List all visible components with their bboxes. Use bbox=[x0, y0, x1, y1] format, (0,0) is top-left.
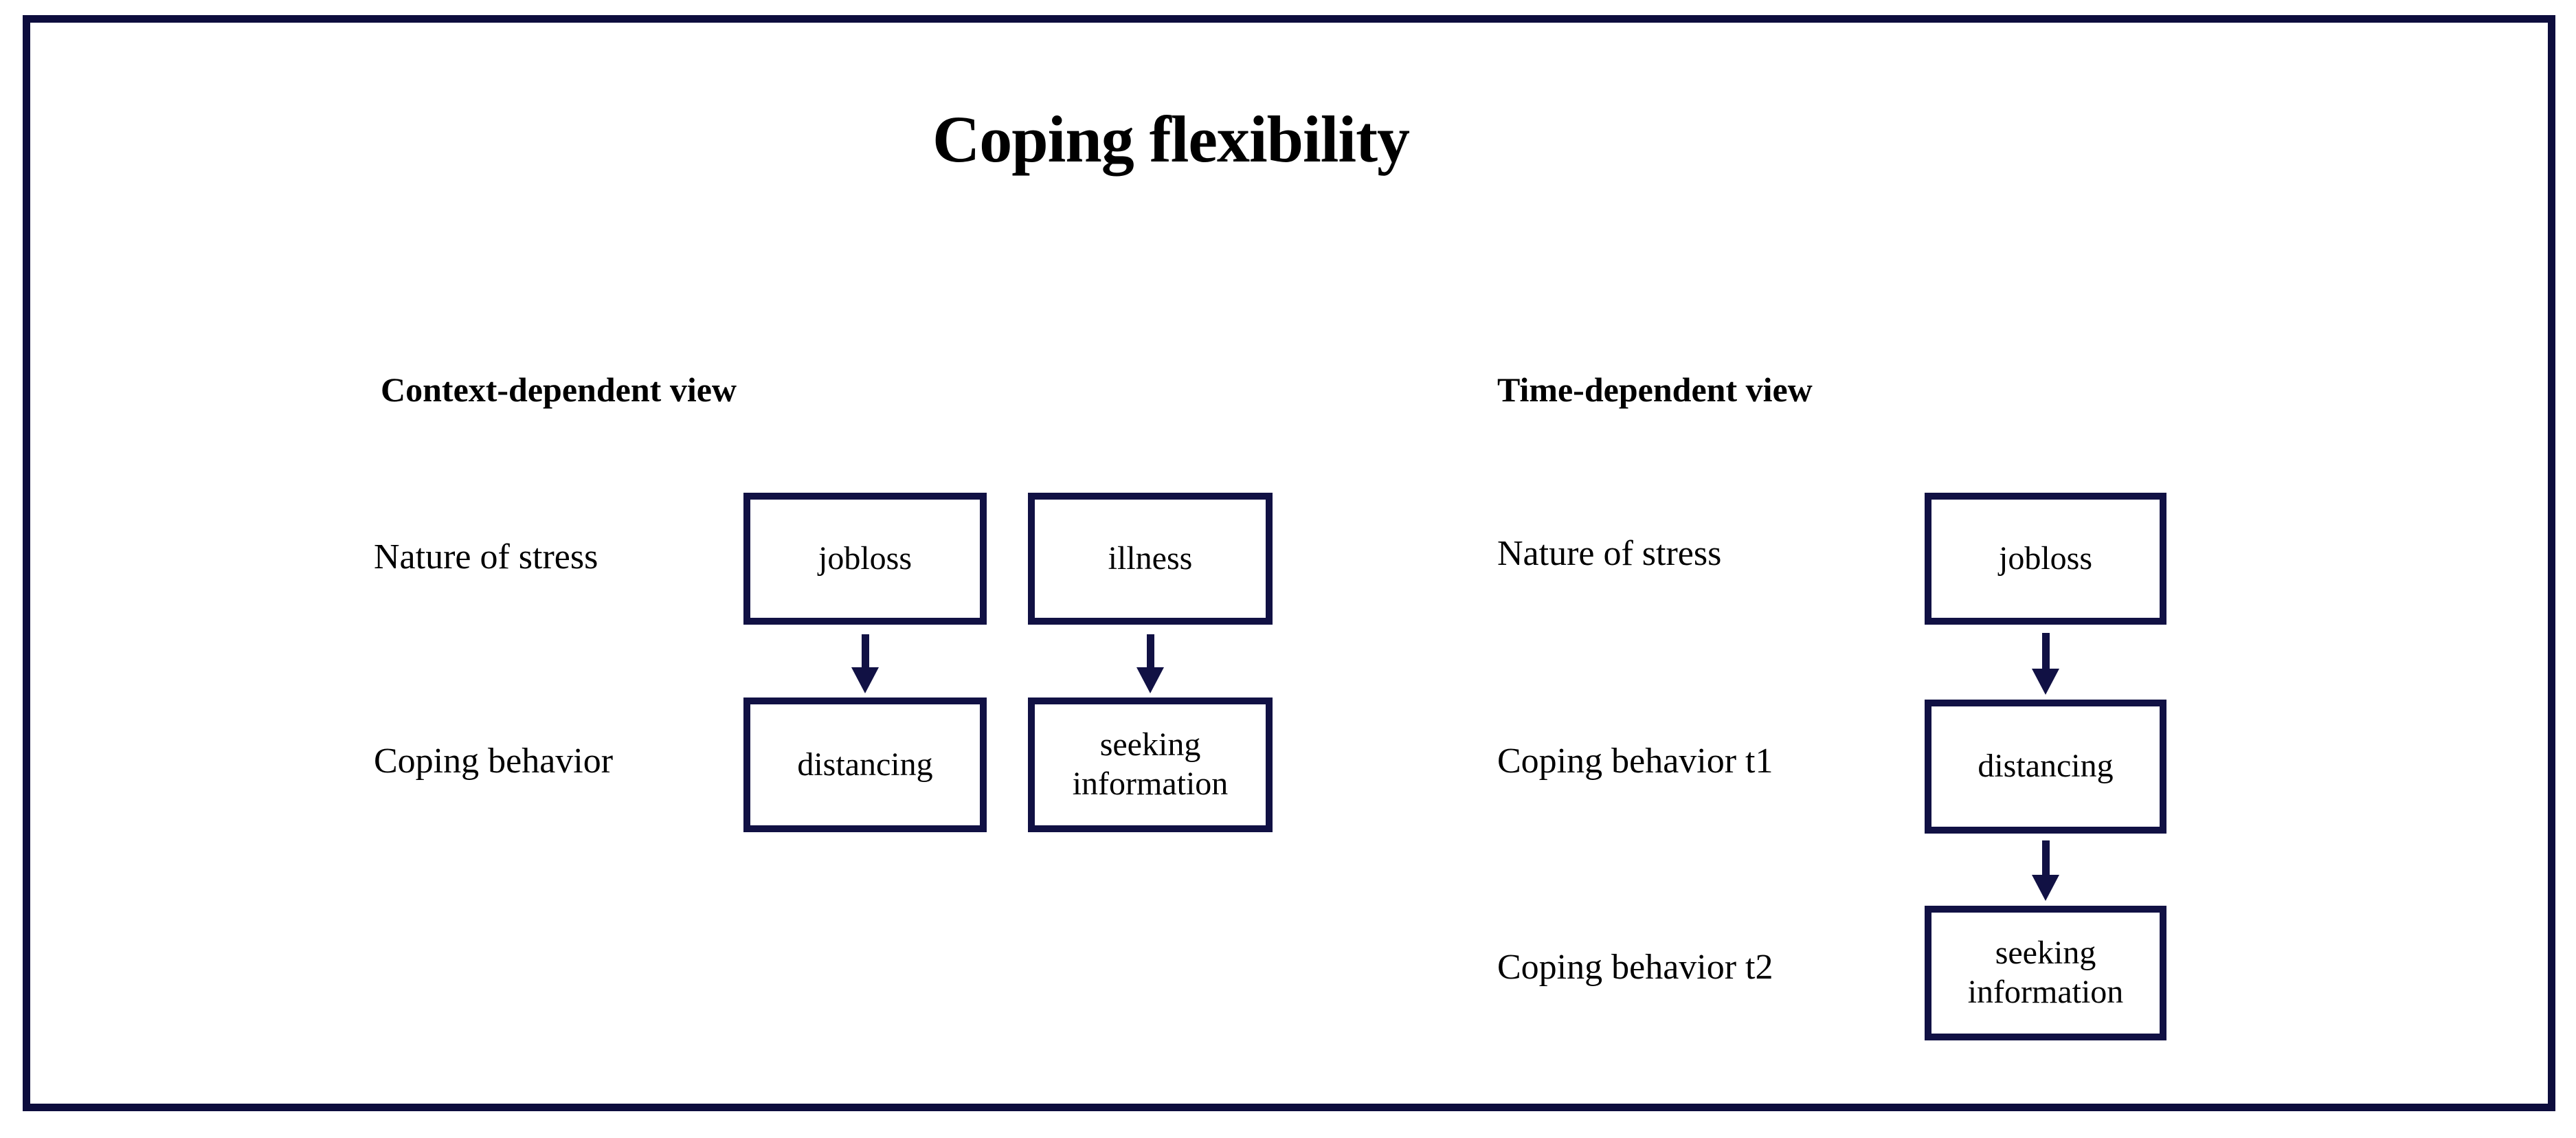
row-label-context-coping-behavior: Coping behavior bbox=[374, 741, 614, 781]
node-label: distancing bbox=[797, 746, 933, 783]
panel-heading-context-dependent: Context-dependent view bbox=[381, 370, 737, 409]
arrow-shaft bbox=[2042, 840, 2050, 876]
node-label-line2: information bbox=[1967, 974, 2124, 1010]
node-box-time-jobloss[interactable]: jobloss bbox=[1925, 493, 2166, 625]
node-label: seeking information bbox=[1931, 934, 2160, 1012]
node-box-context-seeking-information[interactable]: seeking information bbox=[1028, 698, 1273, 832]
node-box-time-distancing[interactable]: distancing bbox=[1925, 700, 2166, 834]
arrow-down-icon-context-illness-to-seeking-information bbox=[1136, 634, 1164, 693]
arrow-head bbox=[2032, 875, 2059, 901]
node-label: jobloss bbox=[818, 539, 912, 577]
arrow-shaft bbox=[862, 634, 869, 669]
node-box-context-jobloss[interactable]: jobloss bbox=[743, 493, 987, 625]
panel-heading-time-dependent: Time-dependent view bbox=[1497, 370, 1813, 409]
node-box-context-distancing[interactable]: distancing bbox=[743, 698, 987, 832]
node-label: illness bbox=[1108, 539, 1193, 577]
row-label-time-nature-of-stress: Nature of stress bbox=[1497, 534, 1722, 573]
row-label-time-coping-behavior-t1: Coping behavior t1 bbox=[1497, 741, 1773, 781]
node-label-line1: seeking bbox=[1099, 726, 1201, 763]
arrow-shaft bbox=[1147, 634, 1154, 669]
outer-border-frame: Coping flexibility Context-dependent vie… bbox=[23, 15, 2555, 1111]
arrow-down-icon-time-jobloss-to-distancing bbox=[2032, 633, 2059, 696]
page-title: Coping flexibility bbox=[932, 102, 1410, 176]
row-label-time-coping-behavior-t2: Coping behavior t2 bbox=[1497, 948, 1773, 987]
node-label: distancing bbox=[1978, 748, 2114, 785]
arrow-down-icon-context-jobloss-to-distancing bbox=[851, 634, 879, 693]
node-label-line2: information bbox=[1072, 766, 1229, 802]
arrow-head bbox=[1136, 667, 1164, 693]
node-box-context-illness[interactable]: illness bbox=[1028, 493, 1273, 625]
node-label: seeking information bbox=[1035, 726, 1266, 803]
arrow-head bbox=[2032, 669, 2059, 695]
arrow-shaft bbox=[2042, 633, 2050, 670]
node-box-time-seeking-information[interactable]: seeking information bbox=[1925, 906, 2166, 1040]
arrow-down-icon-time-distancing-to-seeking-information bbox=[2032, 840, 2059, 902]
node-label-line1: seeking bbox=[1995, 935, 2096, 972]
node-label: jobloss bbox=[1998, 539, 2093, 577]
arrow-head bbox=[851, 667, 879, 693]
row-label-context-nature-of-stress: Nature of stress bbox=[374, 537, 598, 577]
